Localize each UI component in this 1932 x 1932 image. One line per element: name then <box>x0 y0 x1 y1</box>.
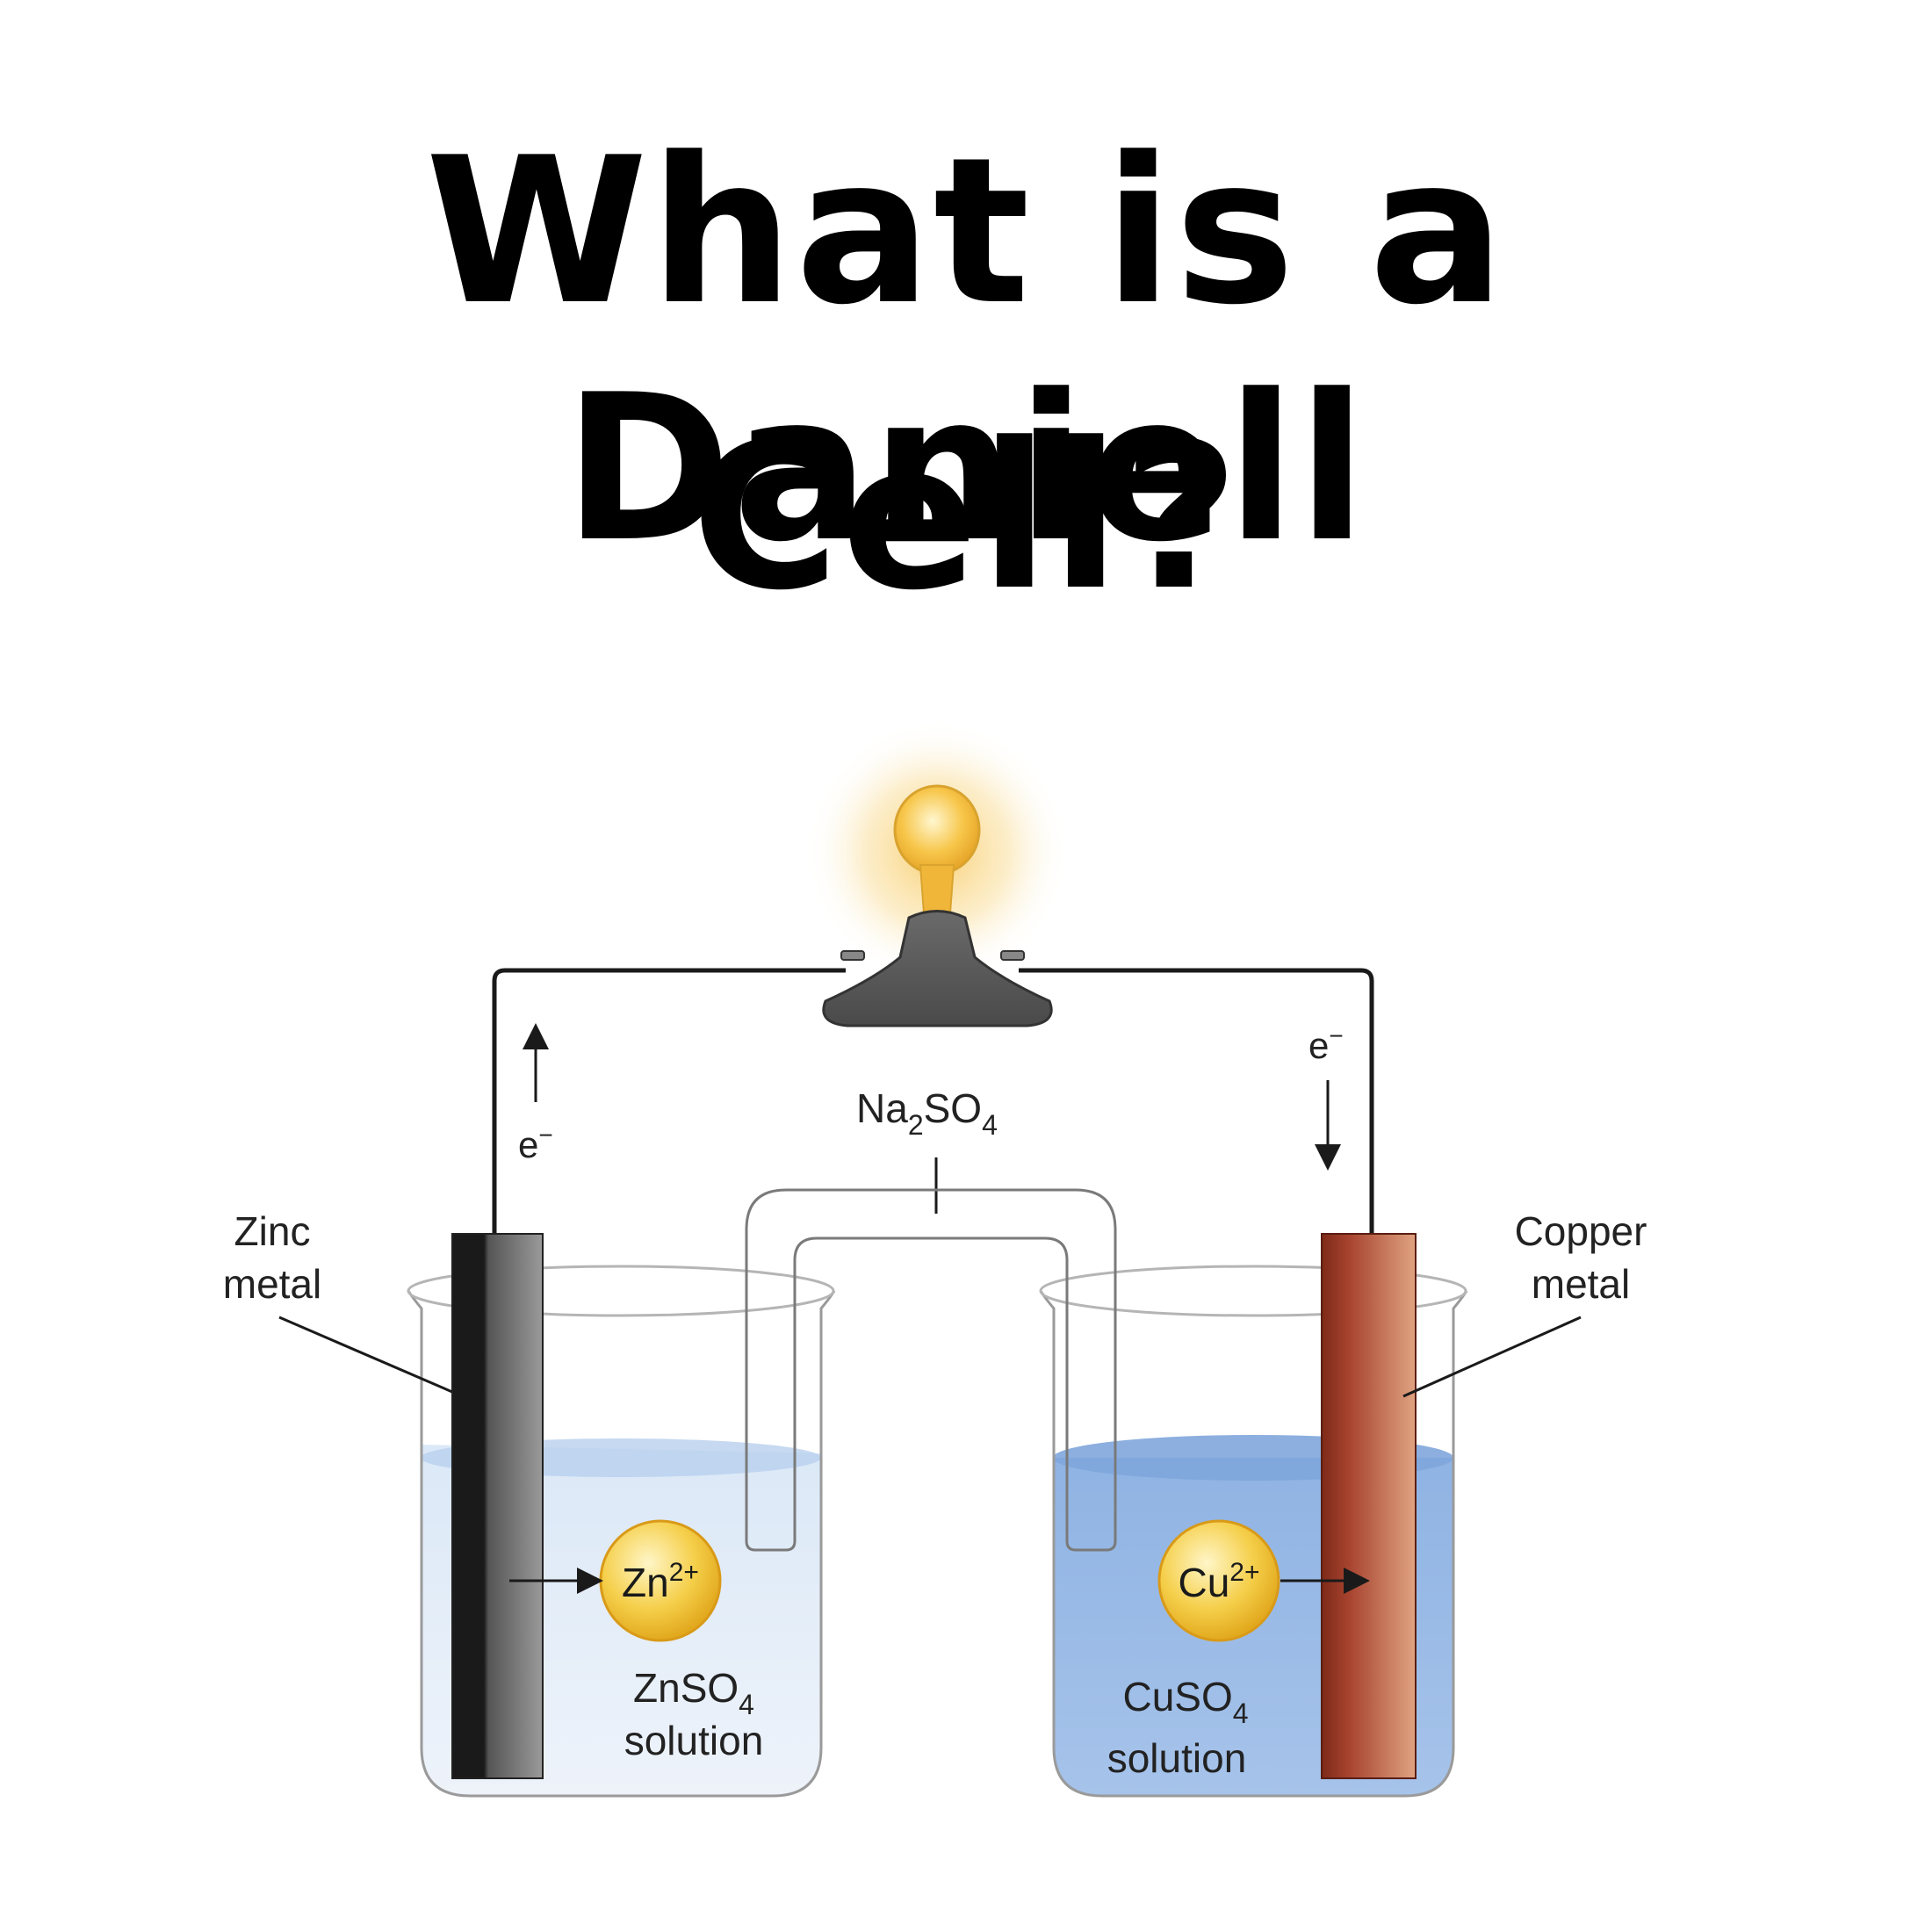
svg-text:Zn2+: Zn2+ <box>622 1558 699 1605</box>
copper-electrode <box>1321 1233 1417 1779</box>
title-line-2: Cell? <box>691 400 1241 635</box>
copper-metal-label-line2: metal <box>1532 1261 1630 1307</box>
title-line-1: What is a Daniell <box>425 115 1507 587</box>
external-wire <box>492 968 1374 1238</box>
zinc-ion: Zn2+ <box>599 1519 722 1642</box>
salt-bridge <box>745 1188 1117 1552</box>
copper-solution-label-line2: solution <box>1107 1735 1247 1781</box>
zinc-electrode <box>451 1233 544 1779</box>
zinc-metal-label-line2: metal <box>223 1261 321 1307</box>
copper-solution-label: CuSO4 <box>1122 1674 1248 1729</box>
light-bulb-icon <box>805 720 1069 1027</box>
zinc-solution-label: ZnSO4 <box>633 1665 754 1720</box>
zinc-solution-label-line2: solution <box>624 1718 764 1763</box>
electron-label-right: e− <box>1308 1022 1344 1066</box>
copper-label-pointer <box>1402 1316 1582 1398</box>
salt-bridge-label: Na2SO4 <box>856 1085 998 1141</box>
zinc-metal-label-line1: Zinc <box>234 1208 311 1254</box>
copper-ion: Cu2+ <box>1157 1519 1280 1642</box>
zinc-label-pointer <box>278 1316 453 1394</box>
copper-metal-label-line1: Copper <box>1515 1208 1647 1254</box>
svg-text:Cu2+: Cu2+ <box>1178 1558 1259 1605</box>
electron-label-left: e− <box>518 1121 553 1165</box>
